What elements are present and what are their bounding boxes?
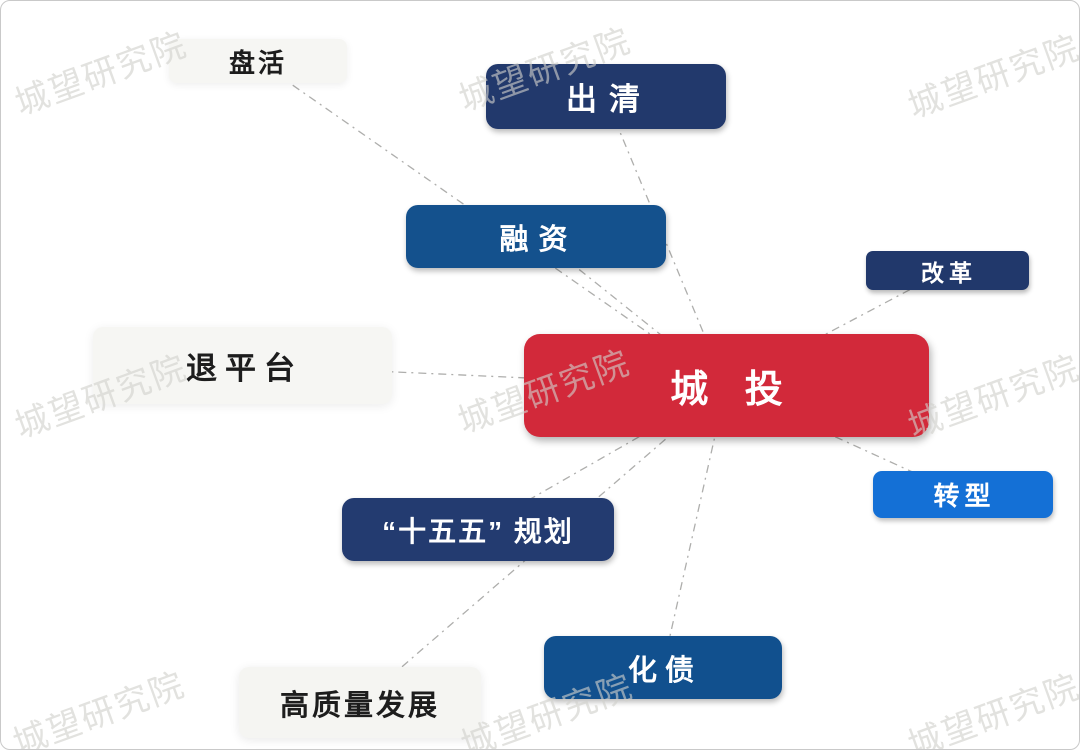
node-huazhai-label: 化债 bbox=[627, 654, 702, 687]
node-chuqing-label: 出清 bbox=[566, 82, 652, 117]
node-shiwuwu-label: “十五五” 规划 bbox=[382, 515, 574, 547]
node-shiwuwu: “十五五” 规划 bbox=[342, 498, 614, 561]
node-gaozhiliang: 高质量发展 bbox=[239, 667, 481, 738]
node-gaige-label: 改革 bbox=[921, 259, 977, 286]
node-tuipingtai-label: 退平台 bbox=[186, 351, 303, 386]
node-chengtou-center: 城 投 bbox=[524, 334, 929, 437]
node-chengtou-label: 城 投 bbox=[670, 369, 783, 411]
node-zhuanxing-label: 转型 bbox=[933, 481, 996, 511]
node-tuipingtai: 退平台 bbox=[93, 327, 392, 404]
link-center-chuqing bbox=[604, 95, 727, 388]
node-panhuo: 盘活 bbox=[169, 39, 347, 83]
node-chuqing: 出清 bbox=[486, 64, 726, 129]
node-gaige: 改革 bbox=[866, 251, 1029, 290]
node-panhuo-label: 盘活 bbox=[228, 47, 287, 78]
node-gaozhiliang-label: 高质量发展 bbox=[279, 689, 440, 722]
node-zhuanxing: 转型 bbox=[873, 471, 1053, 518]
node-huazhai: 化债 bbox=[544, 636, 782, 699]
node-rongzi-label: 融资 bbox=[499, 223, 578, 256]
node-rongzi: 融资 bbox=[406, 205, 666, 268]
